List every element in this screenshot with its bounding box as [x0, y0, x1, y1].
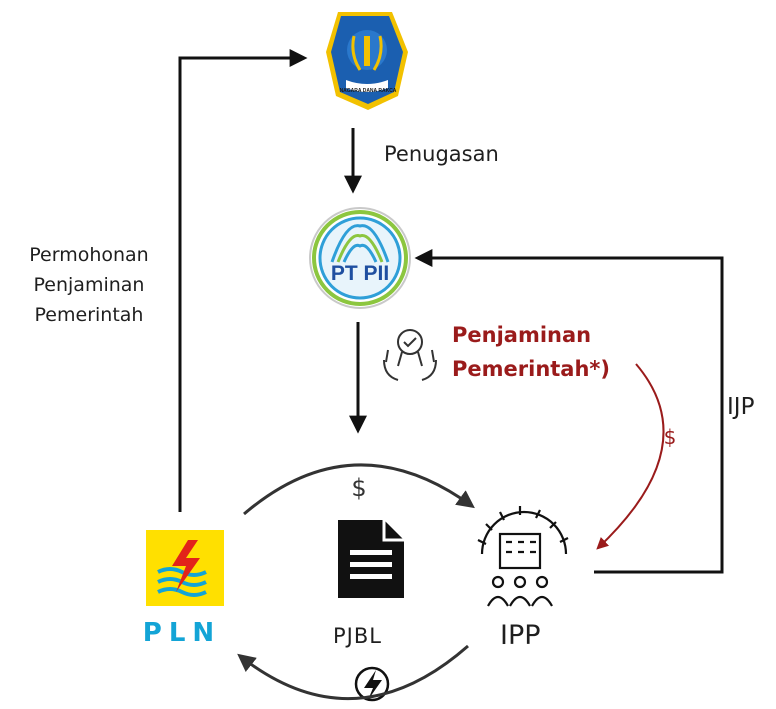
- ijp-label: IJP: [727, 394, 755, 420]
- arc-pln-to-ipp: [243, 463, 475, 516]
- arc-ipp-to-pln: [237, 644, 469, 701]
- pjbl-label: PJBL: [333, 624, 382, 648]
- permohonan-line-3: Pemerintah: [34, 304, 144, 326]
- pln-logo: [146, 530, 224, 606]
- arrow-ipp-to-ptpii: [414, 249, 724, 574]
- svg-text:$: $: [664, 425, 677, 449]
- permohonan-label: Permohonan Penjaminan Pemerintah: [4, 240, 174, 330]
- dollar-icon: $: [351, 474, 366, 502]
- guarantee-icon: [383, 329, 437, 381]
- ptpii-logo-text: PT PII: [330, 262, 390, 285]
- ipp-icon: [477, 506, 569, 607]
- lightning-icon: [354, 666, 390, 702]
- penjaminan-label: Penjaminan Pemerintah*): [452, 318, 610, 386]
- kemenkeu-logo: [326, 12, 408, 110]
- arrow-pln-to-kemenkeu: [178, 49, 308, 512]
- svg-text:$: $: [351, 474, 366, 502]
- penjaminan-line-1: Penjaminan: [452, 323, 592, 347]
- pln-logo-text: PLN: [142, 618, 222, 648]
- permohonan-line-1: Permohonan: [29, 244, 149, 266]
- permohonan-line-2: Penjaminan: [33, 274, 145, 296]
- kemenkeu-seal-text: NAGARA DANA RAKCA: [339, 88, 397, 94]
- ptpii-logo: [309, 207, 411, 309]
- penugasan-label: Penugasan: [384, 142, 499, 166]
- dollar-icon-red: $: [664, 425, 677, 449]
- arrow-guarantee-to-ipp: [596, 363, 665, 550]
- penjaminan-line-2: Pemerintah*): [452, 357, 611, 381]
- ipp-label: IPP: [500, 620, 541, 651]
- document-icon: [338, 520, 404, 598]
